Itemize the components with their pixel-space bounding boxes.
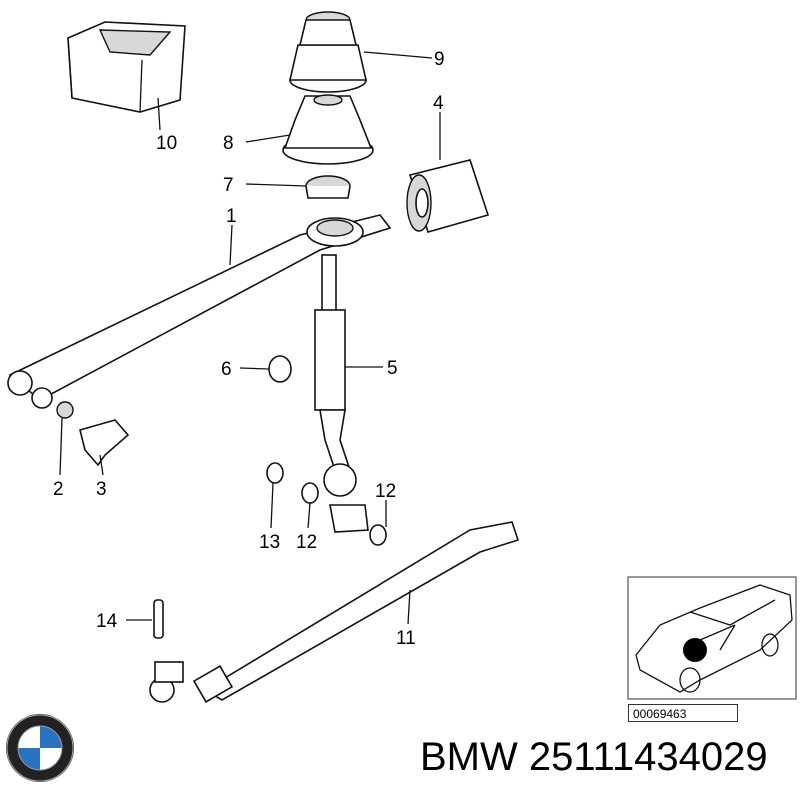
callout-4: 4	[433, 93, 444, 114]
part-7-ring	[305, 175, 351, 199]
part-2-clip	[56, 401, 74, 419]
part-4-bushing	[406, 159, 490, 233]
callout-10: 10	[156, 133, 177, 154]
part-12-washer	[301, 482, 319, 504]
car-location-inset	[627, 576, 797, 700]
diagram-code: 00069463	[628, 704, 738, 722]
callout-6: 6	[221, 359, 232, 380]
callout-12: 12	[375, 481, 396, 502]
callout-14: 14	[96, 611, 118, 632]
part-9-boot	[288, 11, 368, 93]
part-14-pin	[153, 599, 164, 639]
part-number-title: BMW 25111434029	[420, 735, 768, 779]
callout-2: 2	[53, 479, 64, 500]
callout-12: 12	[296, 532, 317, 553]
part-1-lever	[7, 214, 392, 409]
part-11-rod	[149, 521, 520, 703]
part-6-ring	[268, 355, 292, 383]
callout-13: 13	[259, 532, 280, 553]
callout-1: 1	[226, 206, 237, 227]
callout-9: 9	[434, 49, 445, 70]
callout-11: 11	[396, 628, 416, 649]
part-8-boot	[282, 94, 374, 165]
callout-7: 7	[223, 175, 234, 196]
part-10-cover	[67, 21, 186, 113]
callout-8: 8	[223, 133, 234, 154]
part-13-washer	[266, 462, 284, 484]
callout-5: 5	[387, 358, 398, 379]
part-3-bracket	[79, 419, 130, 467]
part-12-washer	[369, 524, 387, 546]
location-marker	[683, 638, 707, 662]
bmw-logo	[6, 714, 74, 782]
part-5-shift-rod	[314, 254, 369, 533]
leader-lines	[59, 51, 441, 625]
callout-3: 3	[96, 479, 107, 500]
